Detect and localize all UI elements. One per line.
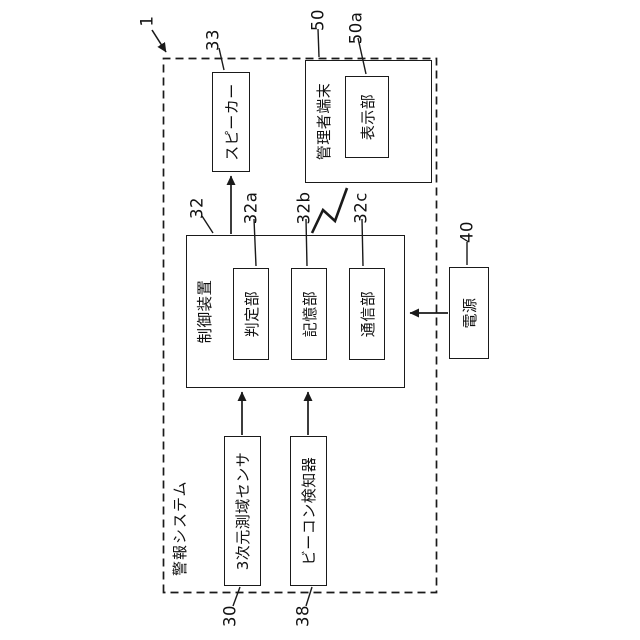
ref-label-1: 1 [137, 15, 157, 27]
ref-label-30: 30 [220, 605, 240, 627]
leader-ref-50 [317, 28, 320, 58]
leader-ref-38 [305, 586, 313, 607]
leader-ref-1 [151, 29, 167, 53]
block-admin-terminal-label: 管理者端末 [315, 82, 333, 161]
ref-label-50: 50 [308, 9, 328, 31]
block-beacon-detector-label: ビーコン検知器 [300, 456, 318, 566]
block-display-unit: 表示部 [345, 76, 389, 158]
ref-label-33: 33 [203, 29, 223, 51]
block-3d-range-sensor-label: 3次元測域センサ [234, 451, 252, 571]
block-speaker: スピーカー [212, 72, 250, 172]
block-storage-unit-label: 記憶部 [300, 290, 319, 338]
ref-label-32c: 32c [351, 192, 371, 224]
block-controller-label: 制御装置 [196, 279, 214, 344]
block-judgement-unit-label: 判定部 [242, 290, 261, 338]
block-speaker-label: スピーカー [222, 83, 241, 161]
block-communication-unit: 通信部 [349, 268, 385, 360]
block-judgement-unit: 判定部 [233, 268, 269, 360]
block-power-supply: 電源 [449, 267, 489, 359]
ref-label-32b: 32b [294, 191, 314, 225]
leader-ref-33 [218, 47, 225, 71]
block-beacon-detector: ビーコン検知器 [290, 436, 327, 586]
ref-label-32: 32 [187, 197, 207, 219]
alarm-system-label: 警報システム [171, 480, 189, 576]
block-storage-unit: 記憶部 [291, 268, 327, 360]
block-communication-unit-label: 通信部 [358, 290, 377, 338]
ref-label-38: 38 [293, 605, 313, 627]
block-3d-range-sensor: 3次元測域センサ [224, 436, 261, 586]
block-display-unit-label: 表示部 [358, 93, 377, 141]
ref-label-50a: 50a [346, 11, 366, 45]
block-power-supply-label: 電源 [460, 297, 479, 329]
ref-label-40: 40 [457, 221, 477, 243]
leader-ref-30 [232, 586, 241, 607]
ref-label-32a: 32a [241, 191, 261, 225]
wireless-link-icon [310, 187, 349, 234]
